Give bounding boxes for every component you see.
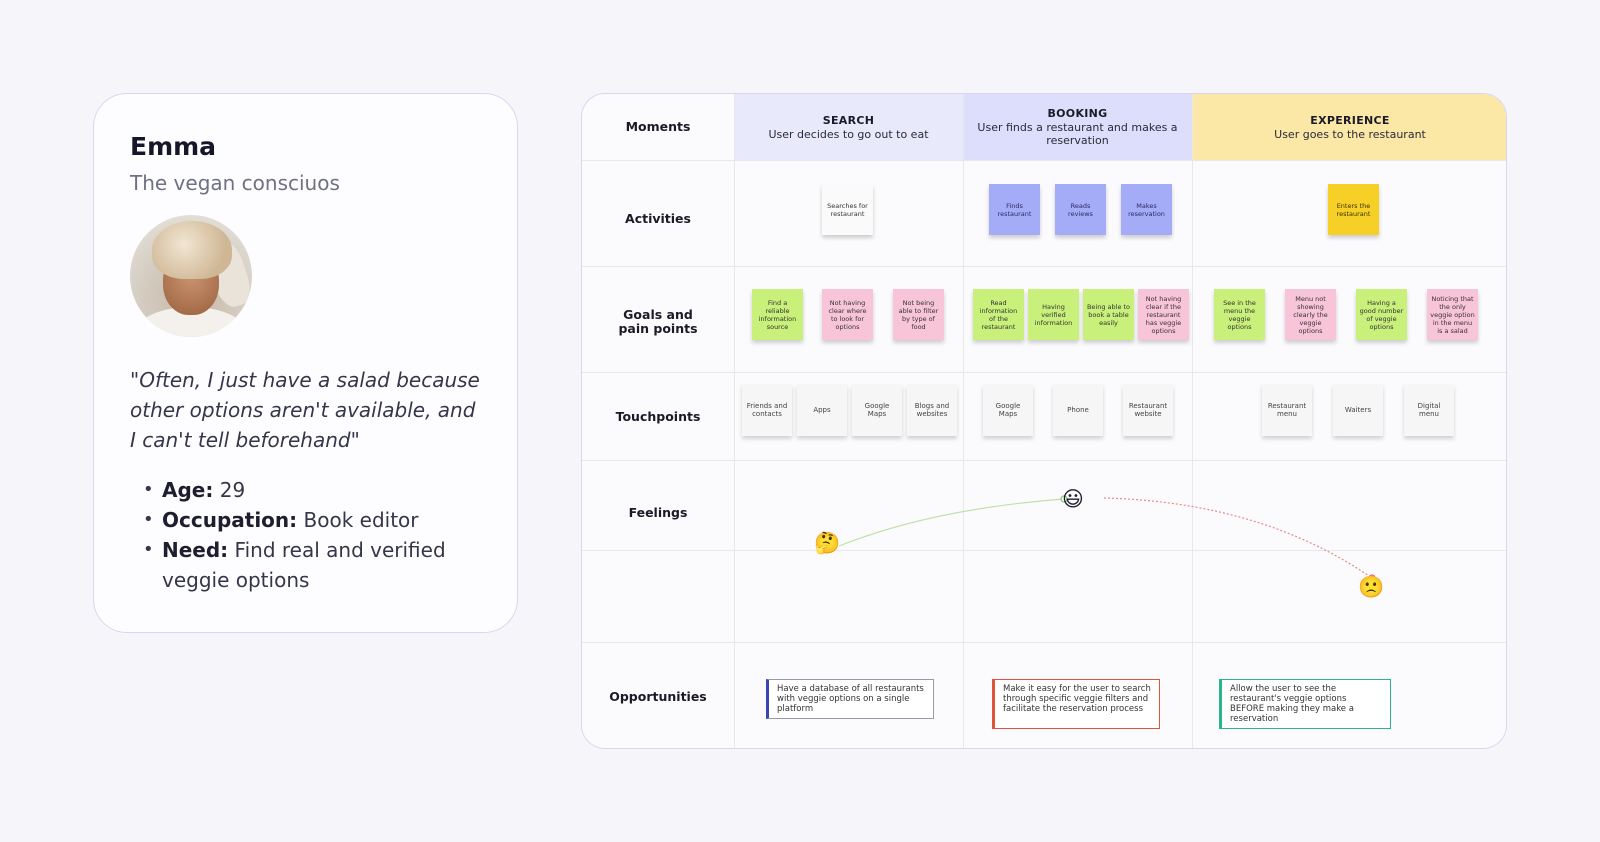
- phase-booking: BOOKING User finds a restaurant and make…: [963, 94, 1192, 160]
- activity-note: Enters the restaurant: [1328, 184, 1379, 235]
- phase-search: SEARCH User decides to go out to eat: [734, 94, 963, 160]
- phase-title: BOOKING: [1047, 107, 1108, 120]
- pain-point-note: Not having clear if the restaurant has v…: [1138, 289, 1189, 340]
- fact-age: Age: 29: [130, 475, 481, 505]
- activity-note: Reads reviews: [1055, 184, 1106, 235]
- frowning-face-icon: 🙁: [1358, 575, 1385, 599]
- row-divider: [582, 160, 1506, 161]
- touchpoint-card: Restaurant website: [1123, 384, 1173, 436]
- touchpoint-card: Apps: [797, 384, 847, 436]
- row-divider: [582, 642, 1506, 643]
- row-label-moments: Moments: [625, 119, 691, 134]
- phase-title: SEARCH: [822, 113, 875, 127]
- phase-title: EXPERIENCE: [1310, 113, 1390, 127]
- persona-card: Emma The vegan consciuos "Often, I just …: [93, 93, 518, 633]
- row-divider: [582, 266, 1506, 267]
- fact-need: Need: Find real and verified veggie opti…: [130, 535, 481, 595]
- touchpoint-card: Waiters: [1333, 384, 1383, 436]
- phase-description: User decides to go out to eat: [768, 127, 929, 141]
- row-label-activities: Activities: [625, 211, 691, 226]
- touchpoint-card: Blogs and websites: [907, 384, 957, 436]
- curve-negative: [1103, 497, 1373, 579]
- persona-subtitle: The vegan consciuos: [130, 171, 340, 195]
- touchpoint-card: Friends and contacts: [742, 384, 792, 436]
- touchpoint-card: Google Maps: [983, 384, 1033, 436]
- opportunity-card: Allow the user to see the restaurant's v…: [1219, 679, 1391, 729]
- pain-point-note: Not having clear where to look for optio…: [822, 289, 873, 340]
- row-label-goals: Goals and pain points: [618, 307, 698, 336]
- persona-name: Emma: [130, 132, 217, 161]
- avatar-hair: [152, 221, 232, 279]
- touchpoint-card: Phone: [1053, 384, 1103, 436]
- goal-note: Read information of the restaurant: [973, 289, 1024, 340]
- goal-note: Having a good number of veggie options: [1356, 289, 1407, 340]
- goal-note: Find a reliable information source: [752, 289, 803, 340]
- curve-positive: [838, 498, 1065, 547]
- row-divider: [582, 372, 1506, 373]
- fact-value: Book editor: [297, 508, 419, 532]
- column-divider: [734, 94, 735, 748]
- phase-description: User finds a restaurant and makes a rese…: [977, 121, 1178, 147]
- phase-experience: EXPERIENCE User goes to the restaurant: [1192, 94, 1506, 160]
- row-divider: [582, 550, 1506, 551]
- fact-label: Age:: [162, 478, 214, 502]
- column-divider: [963, 94, 964, 748]
- row-label-feelings: Feelings: [628, 505, 688, 520]
- persona-quote: "Often, I just have a salad because othe…: [130, 368, 480, 452]
- avatar: [130, 215, 252, 337]
- pain-point-note: Noticing that the only veggie option in …: [1427, 289, 1478, 340]
- column-divider: [1192, 94, 1193, 748]
- row-label-opportunities: Opportunities: [609, 689, 707, 704]
- journey-map: SEARCH User decides to go out to eat BOO…: [581, 93, 1507, 749]
- activity-note: Finds restaurant: [989, 184, 1040, 235]
- fact-occupation: Occupation: Book editor: [130, 505, 481, 535]
- fact-label: Need:: [162, 538, 229, 562]
- touchpoint-card: Restaurant menu: [1262, 384, 1312, 436]
- activity-note: Makes reservation: [1121, 184, 1172, 235]
- goal-note: Being able to book a table easily: [1083, 289, 1134, 340]
- touchpoint-card: Google Maps: [852, 384, 902, 436]
- opportunity-card: Have a database of all restaurants with …: [766, 679, 934, 719]
- pain-point-note: Not being able to filter by type of food: [893, 289, 944, 340]
- row-divider: [582, 460, 1506, 461]
- phase-description: User goes to the restaurant: [1274, 127, 1426, 141]
- fact-value: 29: [213, 478, 246, 502]
- persona-facts: Age: 29 Occupation: Book editor Need: Fi…: [130, 475, 481, 595]
- opportunity-card: Make it easy for the user to search thro…: [992, 679, 1160, 729]
- fact-label: Occupation:: [162, 508, 298, 532]
- row-label-touchpoints: Touchpoints: [615, 409, 701, 424]
- pain-point-note: Menu not showing clearly the veggie opti…: [1285, 289, 1336, 340]
- goal-note: Having verified information: [1028, 289, 1079, 340]
- goal-note: See in the menu the veggie options: [1214, 289, 1265, 340]
- fact-value: Find real and verified veggie options: [162, 538, 446, 592]
- smiling-face-icon: 😃: [1062, 487, 1084, 511]
- activity-note: Searches for restaurant: [822, 184, 873, 235]
- touchpoint-card: Digital menu: [1404, 384, 1454, 436]
- thinking-face-icon: 🤔: [814, 531, 841, 555]
